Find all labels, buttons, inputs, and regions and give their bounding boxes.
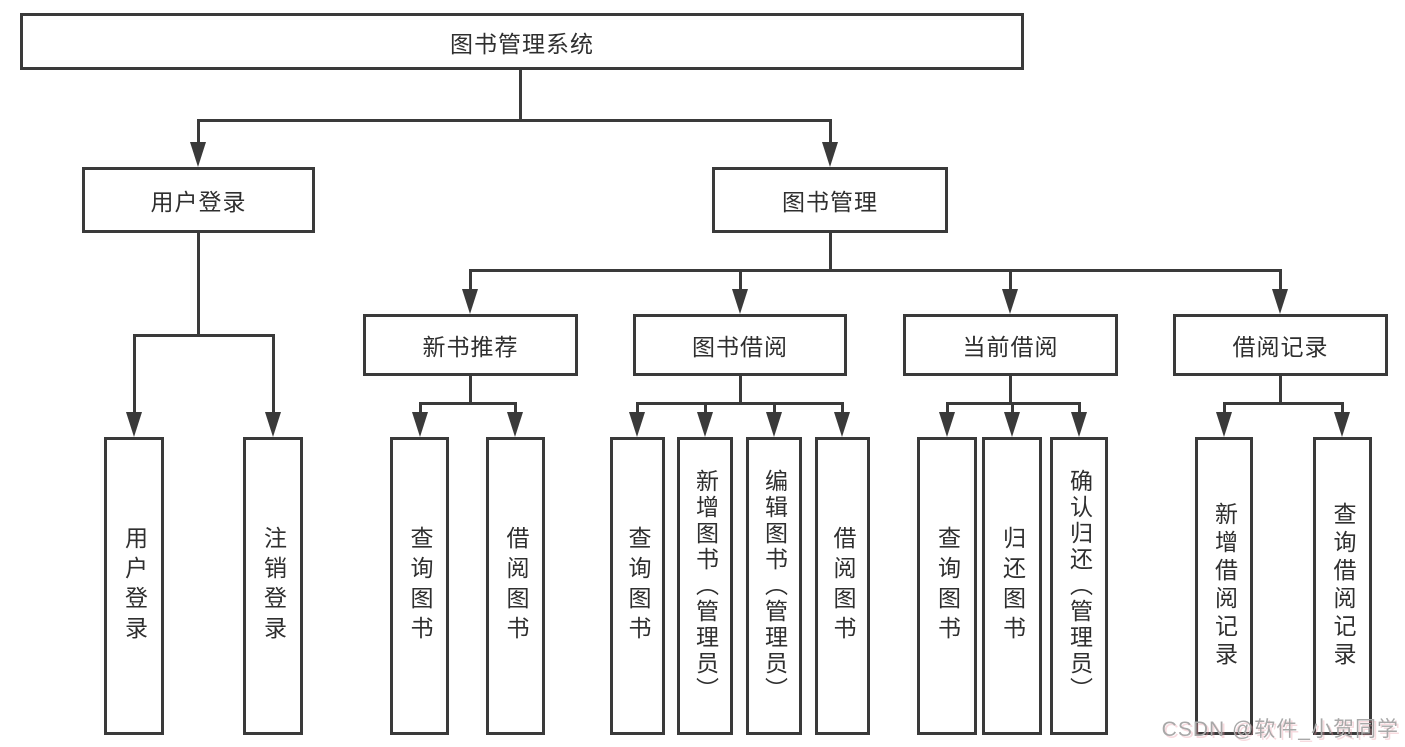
node-label: 图书管理 bbox=[782, 189, 878, 215]
csdn-watermark: CSDN @软件_小贺同学 bbox=[1161, 718, 1399, 741]
connector-vline bbox=[133, 334, 136, 414]
connector-vline bbox=[841, 402, 844, 414]
node-user-login: 用户登录 bbox=[82, 167, 315, 233]
connector-hline bbox=[419, 402, 517, 405]
node-label: 查询图书 bbox=[625, 526, 651, 646]
node-label: 查询图书 bbox=[934, 526, 961, 646]
leaf-confirm-return-admin: 确认归还（管理员） bbox=[1050, 437, 1108, 735]
connector-vline bbox=[739, 376, 742, 404]
node-label: 查询图书 bbox=[407, 526, 433, 646]
connector-hline bbox=[469, 269, 1282, 272]
arrow-down-icon bbox=[766, 412, 782, 437]
connector-hline bbox=[636, 402, 843, 405]
leaf-query-books-2: 查询图书 bbox=[610, 437, 665, 735]
node-label: 新书推荐 bbox=[422, 334, 519, 360]
node-label: 确认归还（管理员） bbox=[1066, 469, 1093, 703]
arrow-down-icon bbox=[1216, 412, 1232, 437]
leaf-query-books-3: 查询图书 bbox=[917, 437, 977, 735]
node-label: 借阅图书 bbox=[503, 526, 529, 646]
connector-vline bbox=[419, 402, 422, 414]
arrow-down-icon bbox=[629, 412, 645, 437]
arrow-down-icon bbox=[1334, 412, 1350, 437]
arrow-down-icon bbox=[1071, 412, 1087, 437]
connector-vline bbox=[1009, 269, 1012, 291]
node-book-borrowing: 图书借阅 bbox=[633, 314, 847, 376]
node-library-management-system: 图书管理系统 bbox=[20, 13, 1024, 70]
leaf-add-borrow-record: 新增借阅记录 bbox=[1195, 437, 1253, 735]
connector-vline bbox=[1341, 402, 1344, 414]
connector-hline bbox=[133, 334, 274, 337]
arrow-down-icon bbox=[697, 412, 713, 437]
connector-vline bbox=[469, 376, 472, 404]
connector-vline bbox=[1009, 376, 1012, 404]
node-new-book-recommend: 新书推荐 bbox=[363, 314, 578, 376]
node-label: 归还图书 bbox=[999, 526, 1026, 646]
arrow-down-icon bbox=[265, 412, 281, 437]
connector-hline bbox=[946, 402, 1081, 405]
arrow-down-icon bbox=[412, 412, 428, 437]
connector-vline bbox=[1279, 269, 1282, 291]
leaf-edit-books-admin: 编辑图书（管理员） bbox=[746, 437, 802, 735]
leaf-borrow-books-1: 借阅图书 bbox=[486, 437, 545, 735]
arrow-down-icon bbox=[462, 289, 478, 314]
connector-vline bbox=[272, 334, 275, 414]
node-label: 图书管理系统 bbox=[450, 30, 594, 57]
arrow-down-icon bbox=[1272, 289, 1288, 314]
connector-vline bbox=[1279, 376, 1282, 404]
leaf-borrow-books-2: 借阅图书 bbox=[815, 437, 870, 735]
connector-vline bbox=[773, 402, 776, 414]
node-book-management: 图书管理 bbox=[712, 167, 948, 233]
arrow-down-icon bbox=[1004, 412, 1020, 437]
connector-hline bbox=[1223, 402, 1344, 405]
connector-vline bbox=[636, 402, 639, 414]
node-borrowing-records: 借阅记录 bbox=[1173, 314, 1388, 376]
node-label: 注销登录 bbox=[260, 526, 287, 646]
node-label: 新增图书（管理员） bbox=[692, 469, 719, 703]
connector-vline bbox=[1011, 402, 1014, 414]
connector-vline bbox=[946, 402, 949, 414]
node-label: 借阅记录 bbox=[1232, 334, 1329, 360]
arrow-down-icon bbox=[732, 289, 748, 314]
leaf-query-books-1: 查询图书 bbox=[390, 437, 449, 735]
arrow-down-icon bbox=[507, 412, 523, 437]
leaf-return-books: 归还图书 bbox=[982, 437, 1042, 735]
node-label: 查询借阅记录 bbox=[1330, 502, 1356, 670]
leaf-add-books-admin: 新增图书（管理员） bbox=[677, 437, 733, 735]
leaf-user-login: 用户登录 bbox=[104, 437, 164, 735]
leaf-logout: 注销登录 bbox=[243, 437, 303, 735]
connector-vline bbox=[197, 119, 200, 145]
connector-vline bbox=[197, 233, 200, 336]
connector-vline bbox=[829, 233, 832, 271]
arrow-down-icon bbox=[126, 412, 142, 437]
arrow-down-icon bbox=[822, 142, 838, 167]
connector-vline bbox=[1223, 402, 1226, 414]
node-label: 图书借阅 bbox=[692, 334, 788, 360]
arrow-down-icon bbox=[939, 412, 955, 437]
connector-vline bbox=[469, 269, 472, 291]
connector-vline bbox=[1078, 402, 1081, 414]
connector-vline bbox=[829, 119, 832, 145]
connector-hline bbox=[197, 119, 832, 122]
node-current-borrowing: 当前借阅 bbox=[903, 314, 1118, 376]
connector-vline bbox=[739, 269, 742, 291]
connector-vline bbox=[514, 402, 517, 414]
connector-vline bbox=[704, 402, 707, 414]
arrow-down-icon bbox=[834, 412, 850, 437]
node-label: 用户登录 bbox=[121, 526, 148, 646]
node-label: 借阅图书 bbox=[830, 526, 856, 646]
node-label: 新增借阅记录 bbox=[1211, 502, 1238, 670]
node-label: 用户登录 bbox=[150, 189, 247, 215]
node-label: 当前借阅 bbox=[962, 334, 1059, 360]
connector-vline bbox=[519, 70, 522, 121]
arrow-down-icon bbox=[1002, 289, 1018, 314]
arrow-down-icon bbox=[190, 142, 206, 167]
leaf-query-borrow-record: 查询借阅记录 bbox=[1313, 437, 1372, 735]
node-label: 编辑图书（管理员） bbox=[761, 469, 788, 703]
